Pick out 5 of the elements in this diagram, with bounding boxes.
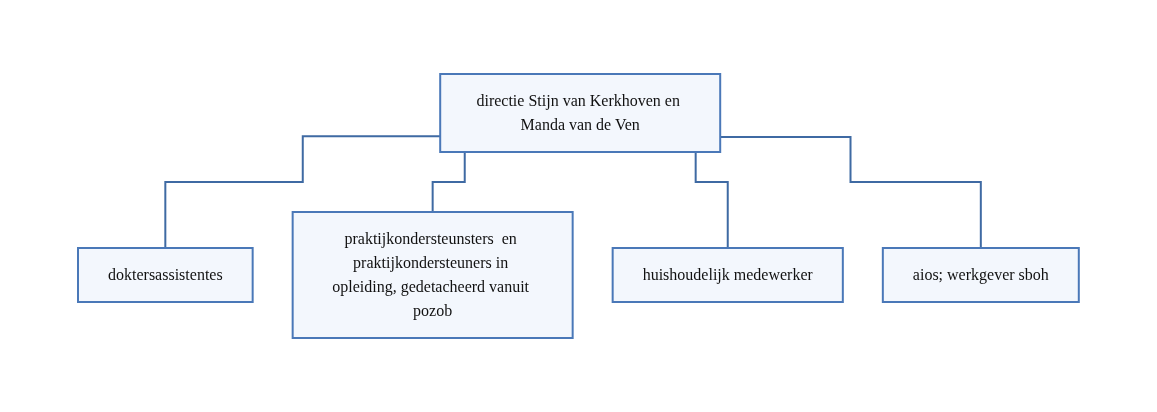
node-box: directie Stijn van Kerkhoven en Manda van de Ven: [439, 73, 722, 153]
node-box: aios; werkgever sboh: [881, 247, 1080, 303]
node-box: praktijkondersteunsters en praktijkondersteuners in opleiding, gedetacheerd vanuit pozob: [291, 211, 574, 339]
node-box: doktersassistentes: [77, 247, 254, 303]
node-box: huishoudelijk medewerker: [611, 247, 844, 303]
